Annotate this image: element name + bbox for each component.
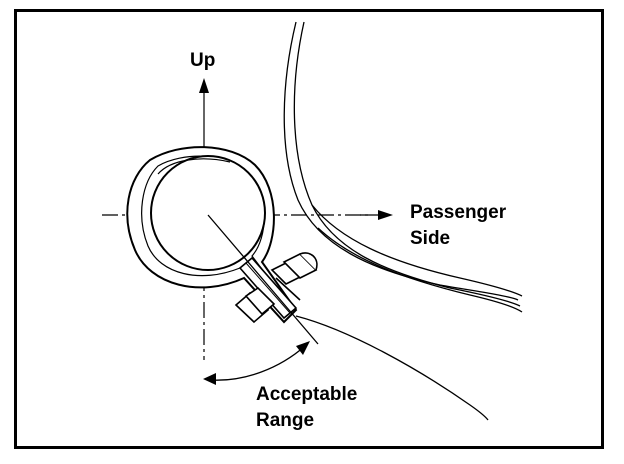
passenger-label-line1: Passenger [410,202,507,223]
range-label-line2: Range [256,410,315,431]
bolt-nut-upper [270,252,318,301]
bolt-nut-lower [234,286,276,324]
up-label: Up [190,50,216,71]
pipe-bead [157,158,231,175]
exhaust-pipe-circle [150,155,266,271]
range-arrow-right [296,341,310,355]
acceptable-range-arc [209,345,306,381]
body-contour [283,21,523,313]
side-arrow-head [378,210,393,220]
exhaust-pipe-line [295,315,489,421]
passenger-label-line2: Side [410,228,451,249]
range-label-line1: Acceptable [256,384,358,405]
up-arrow-head [199,78,209,93]
range-limit-line [207,214,319,345]
range-arrow-left [203,373,216,385]
diagram-frame [14,9,604,449]
